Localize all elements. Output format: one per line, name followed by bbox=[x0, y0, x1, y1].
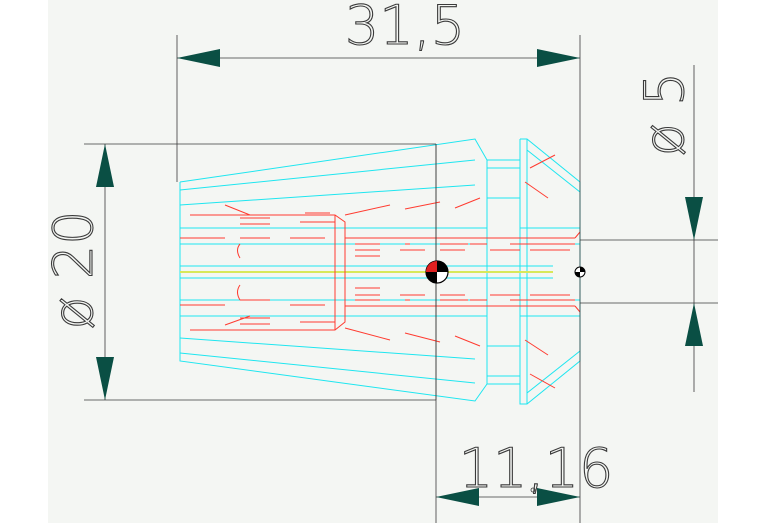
arrow-bore-top bbox=[685, 197, 703, 240]
hidden-lines bbox=[180, 154, 581, 389]
dimension-point-marker bbox=[530, 487, 536, 493]
dimension-arrows bbox=[96, 49, 703, 506]
arrow-bore-bottom bbox=[685, 303, 703, 346]
dimension-outer-diameter: ø 20 bbox=[42, 211, 105, 330]
dimension-overall-length: 31,5 bbox=[345, 0, 465, 57]
arrow-diameter-bottom bbox=[96, 357, 114, 400]
origin-marker bbox=[574, 266, 586, 278]
dimension-nose-length: 11,16 bbox=[459, 437, 614, 500]
arrow-length-left bbox=[177, 49, 220, 67]
dimension-bore-diameter: ø 5 bbox=[633, 72, 696, 157]
collet-outline bbox=[179, 138, 581, 405]
arrow-nose-left bbox=[436, 488, 479, 506]
centre-of-gravity-marker bbox=[425, 260, 449, 284]
arrow-diameter-top bbox=[96, 144, 114, 187]
arrow-nose-right bbox=[537, 488, 580, 506]
arrow-length-right bbox=[537, 49, 580, 67]
sheet-background bbox=[48, 0, 718, 523]
